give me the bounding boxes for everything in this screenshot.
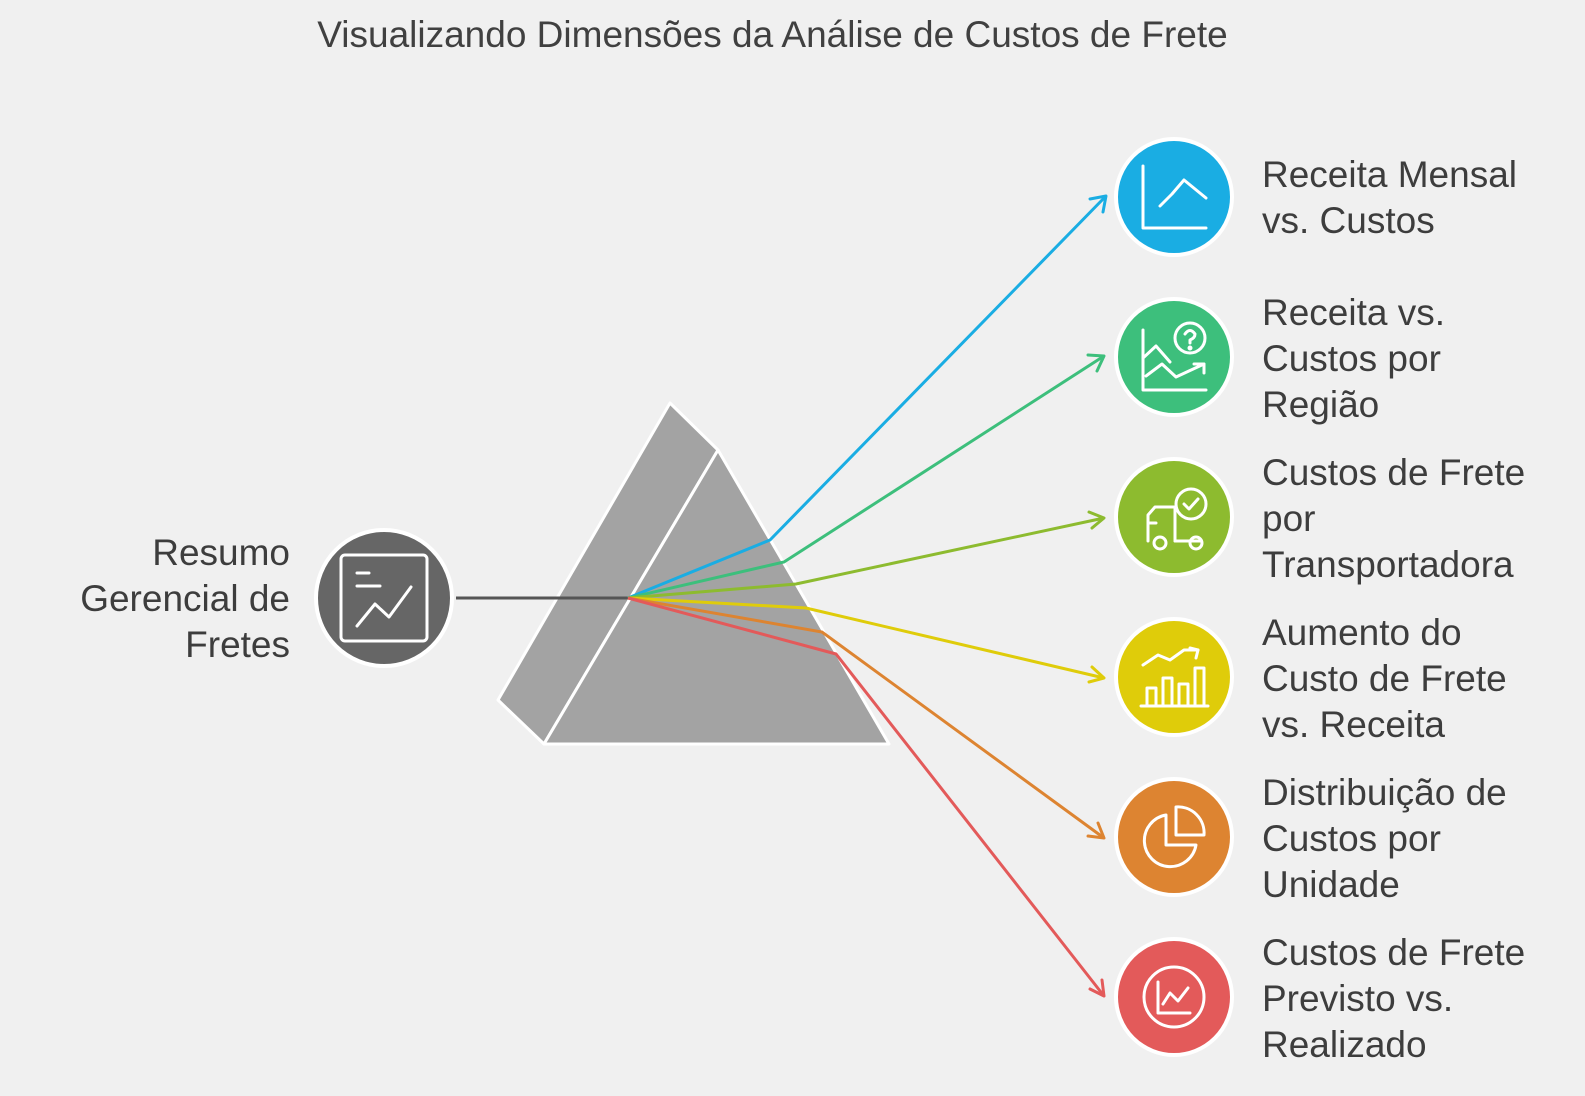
ray-distribuicao bbox=[627, 596, 1105, 840]
diagram-title: Visualizando Dimensões da Análise de Cus… bbox=[317, 14, 1228, 55]
source-label-line: Gerencial de bbox=[80, 578, 290, 619]
truck-check-icon bbox=[1146, 487, 1208, 551]
output-label-line: Região bbox=[1262, 384, 1380, 425]
source-label: Resumo Gerencial de Fretes bbox=[40, 530, 290, 668]
output-label-line: por bbox=[1262, 498, 1316, 539]
output-label-line: vs. Custos bbox=[1262, 200, 1435, 241]
arrow-head-icon bbox=[1087, 510, 1106, 530]
output-node-4 bbox=[1114, 777, 1234, 897]
output-node-3 bbox=[1114, 617, 1234, 737]
output-label-receita-mensal: Receita Mensal vs. Custos bbox=[1262, 152, 1582, 244]
chart-document-icon bbox=[339, 553, 429, 643]
source-label-line: Fretes bbox=[185, 624, 290, 665]
arrow-head-icon bbox=[1086, 353, 1106, 373]
arrow-head-icon bbox=[1088, 978, 1106, 998]
source-label-line: Resumo bbox=[152, 532, 290, 573]
output-label-line: Custos por bbox=[1262, 818, 1441, 859]
output-label-line: Distribuição de bbox=[1262, 772, 1507, 813]
output-label-line: Realizado bbox=[1262, 1024, 1427, 1065]
output-node-0 bbox=[1114, 137, 1234, 257]
output-label-distribuicao: Distribuição de Custos por Unidade bbox=[1262, 770, 1582, 908]
ray-transportadora bbox=[627, 516, 1105, 600]
output-label-line: vs. Receita bbox=[1262, 704, 1446, 745]
pie-chart-icon bbox=[1142, 805, 1206, 869]
ray-receita-regiao bbox=[627, 354, 1105, 600]
output-label-line: Custos de Frete bbox=[1262, 932, 1526, 973]
output-label-line: Unidade bbox=[1262, 864, 1400, 905]
output-label-line: Custos de Frete bbox=[1262, 452, 1526, 493]
output-node-2 bbox=[1114, 457, 1234, 577]
ray-aumento-custo bbox=[627, 596, 1105, 680]
line-chart-icon bbox=[1141, 164, 1208, 230]
output-label-receita-regiao: Receita vs. Custos por Região bbox=[1262, 290, 1582, 428]
question-trend-icon bbox=[1141, 321, 1208, 392]
arrow-head-icon bbox=[1087, 665, 1106, 684]
output-label-line: Aumento do bbox=[1262, 612, 1462, 653]
output-node-1 bbox=[1114, 297, 1234, 417]
output-label-transportadora: Custos de Frete por Transportadora bbox=[1262, 450, 1582, 588]
bar-trend-icon bbox=[1139, 646, 1210, 708]
output-label-line: Receita Mensal bbox=[1262, 154, 1518, 195]
output-label-line: Receita vs. bbox=[1262, 292, 1446, 333]
output-label-line: Custos por bbox=[1262, 338, 1441, 379]
chart-circle-icon bbox=[1142, 965, 1206, 1029]
output-label-aumento-custo: Aumento do Custo de Frete vs. Receita bbox=[1262, 610, 1582, 748]
output-label-previsto-realizado: Custos de Frete Previsto vs. Realizado bbox=[1262, 930, 1582, 1068]
output-label-line: Previsto vs. bbox=[1262, 978, 1454, 1019]
ray-previsto-realizado bbox=[627, 596, 1106, 997]
output-node-5 bbox=[1114, 937, 1234, 1057]
output-label-line: Transportadora bbox=[1262, 544, 1514, 585]
ray-receita-mensal bbox=[627, 194, 1108, 600]
output-rays bbox=[627, 194, 1108, 997]
arrow-head-icon bbox=[1086, 821, 1106, 840]
arrow-head-icon bbox=[1088, 194, 1108, 214]
output-label-line: Custo de Frete bbox=[1262, 658, 1507, 699]
source-node bbox=[314, 528, 454, 668]
arrowheads bbox=[1086, 194, 1108, 998]
prism bbox=[496, 401, 891, 746]
